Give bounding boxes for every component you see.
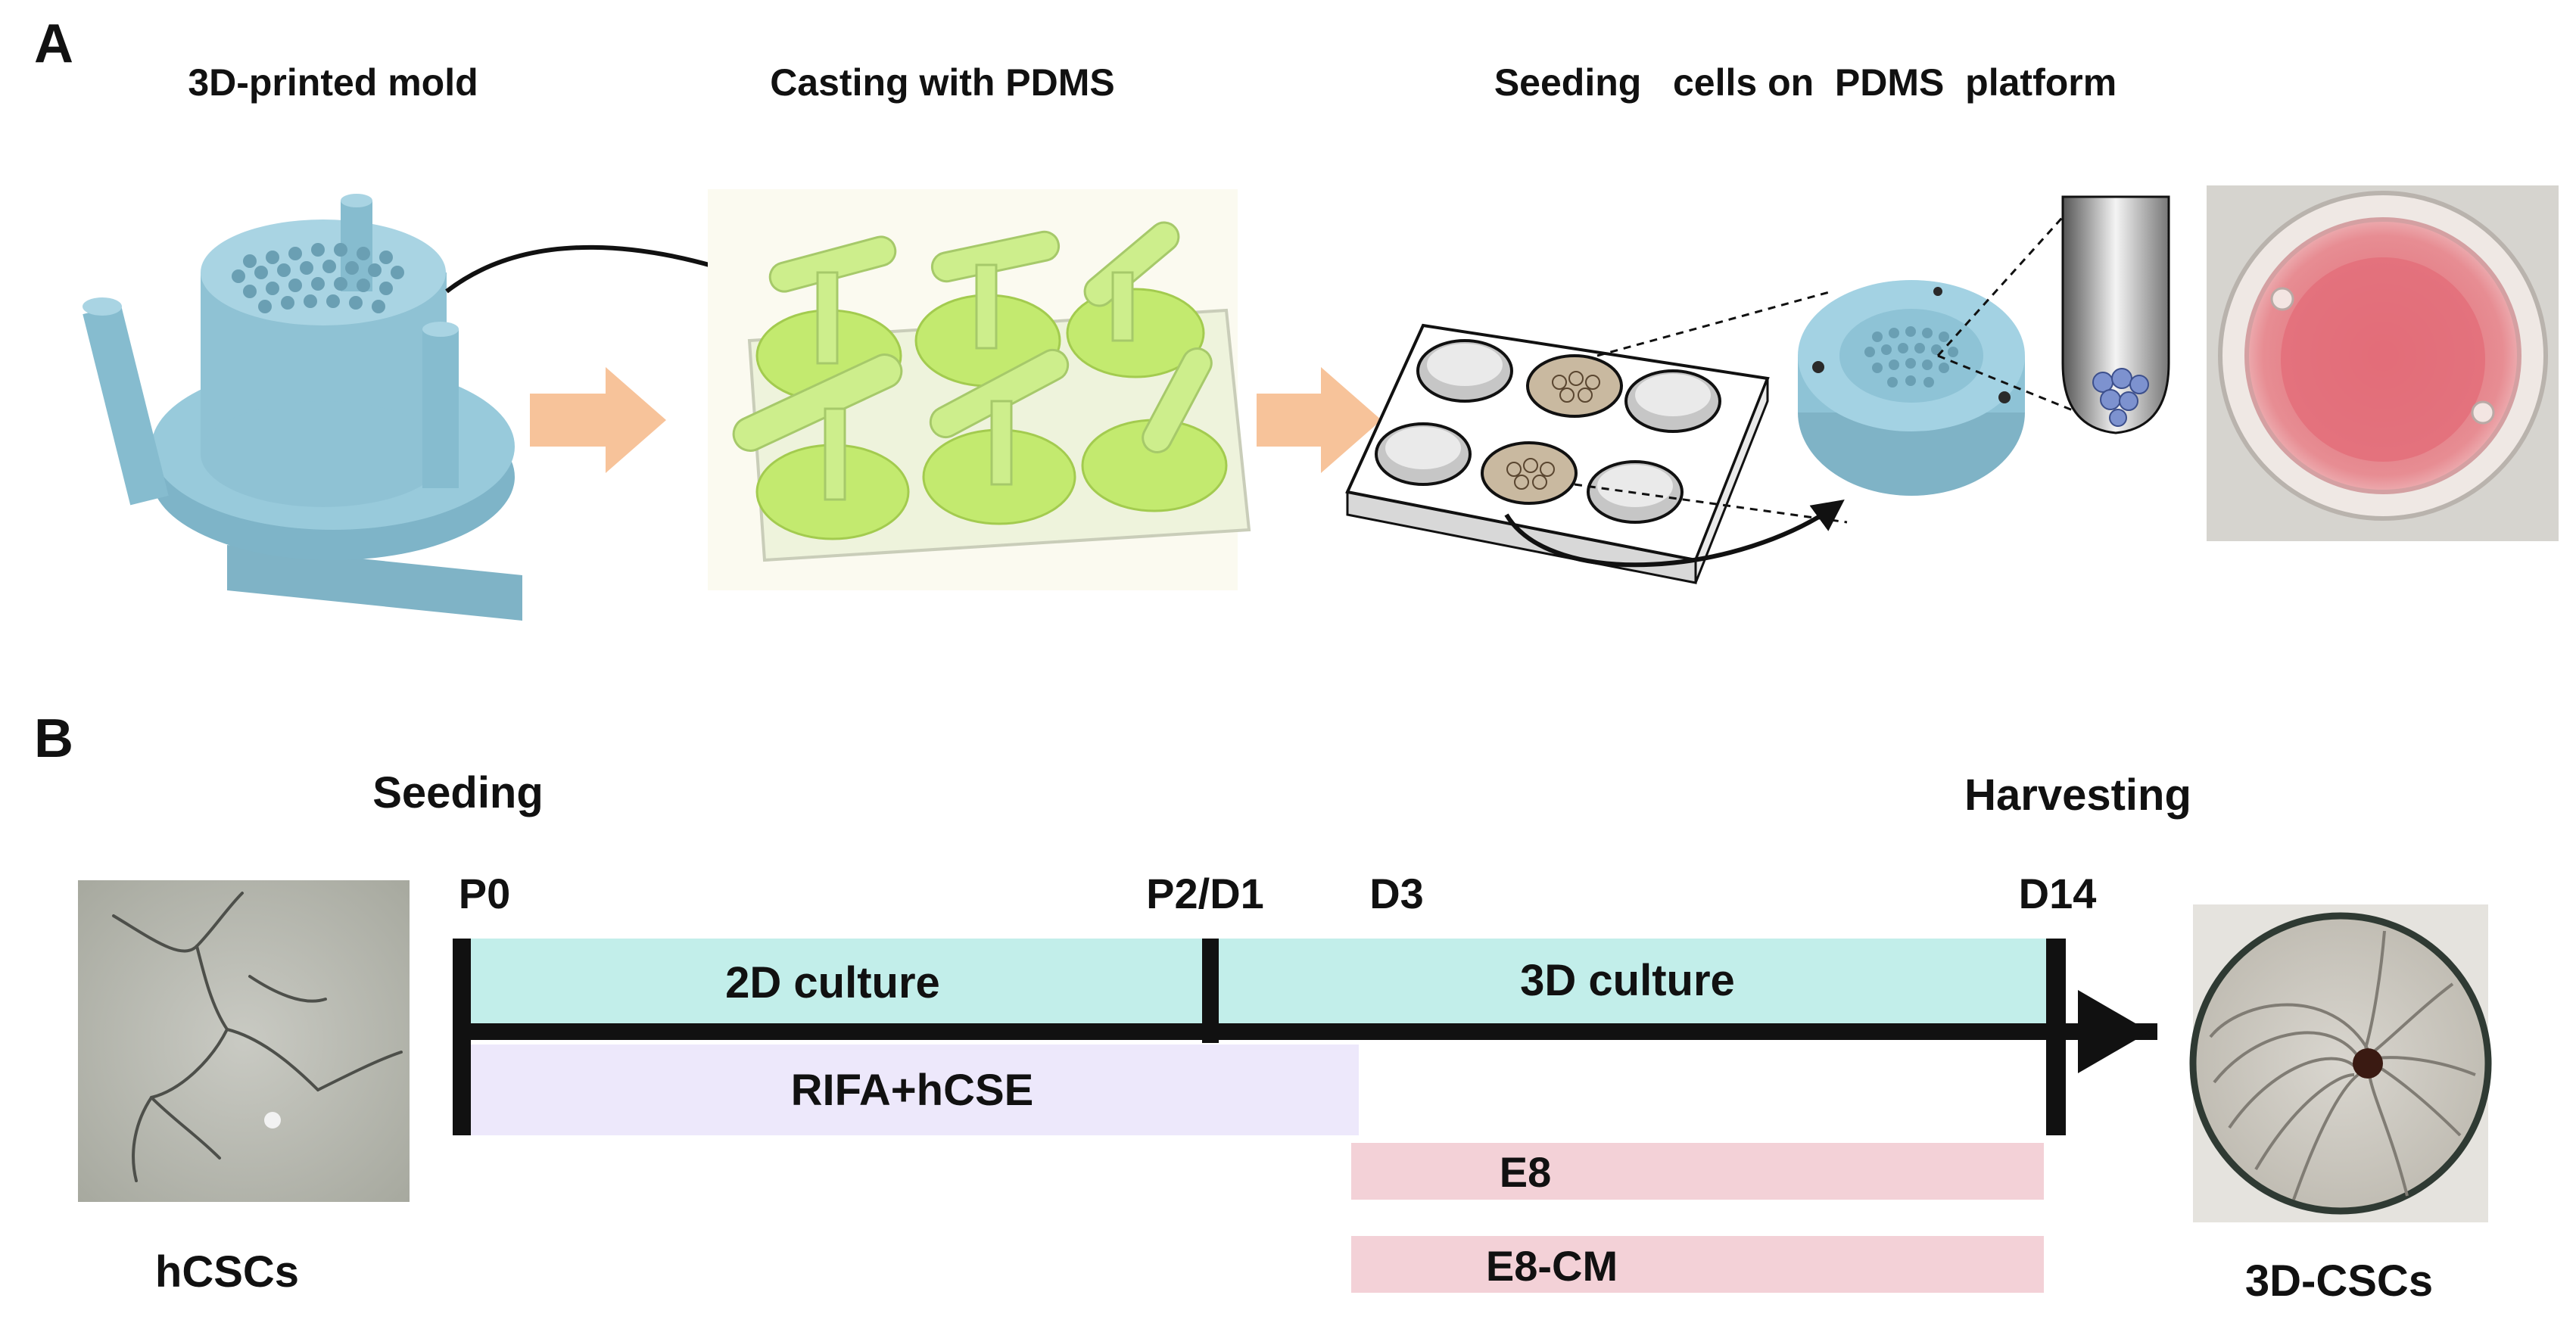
timepoint-p0: P0: [459, 870, 511, 917]
seeding-label: Seeding: [372, 768, 544, 817]
mold-illustration: [83, 194, 522, 621]
tick-p0: [453, 939, 471, 1135]
label-3d-culture: 3D culture: [1520, 956, 1735, 1005]
tick-d14: [2046, 939, 2066, 1135]
panel-a-label: A: [34, 14, 73, 74]
zoom-line-top: [1596, 290, 1833, 357]
harvesting-label: Harvesting: [1964, 771, 2191, 820]
step2-title: Casting with PDMS: [770, 61, 1115, 104]
hcscs-caption: hCSCs: [155, 1247, 299, 1297]
step3-title: Seeding cells on PDMS platform: [1494, 61, 2117, 104]
timeline-axis: [454, 1023, 2157, 1040]
step1-title: 3D-printed mold: [188, 61, 478, 104]
bar-e8: [1351, 1143, 2044, 1200]
bar-2d-culture: [462, 939, 1211, 1037]
plate-to-platform-arrow: [1504, 500, 1845, 568]
pipette-tip-icon: [2061, 195, 2170, 434]
pdms-platform-drawing: [1798, 280, 2025, 496]
bar-rifa-hcse: [469, 1044, 1359, 1135]
platform-photo: [2207, 185, 2559, 541]
orange-arrow-1: [530, 367, 666, 473]
hcsc-micrograph: [78, 880, 410, 1202]
label-e8-cm: E8-CM: [1486, 1242, 1618, 1290]
tip-zoom-line-2: [1937, 354, 2098, 422]
zoom-line-bottom: [1574, 483, 1848, 524]
timeline-arrowhead: [2078, 990, 2150, 1073]
tick-p2-d1: [1202, 939, 1219, 1043]
3d-csc-micrograph: [2189, 904, 2492, 1222]
3d-cscs-caption: 3D-CSCs: [2245, 1256, 2433, 1306]
pdms-casting-photo: [708, 189, 1251, 590]
orange-arrow-2: [1257, 367, 1381, 473]
timepoint-d14: D14: [2019, 870, 2097, 917]
timepoint-p2-d1: P2/D1: [1146, 870, 1264, 917]
culture-timeline: P0 P2/D1 D3 D14 2D culture 3D culture RI…: [453, 870, 2157, 1293]
label-2d-culture: 2D culture: [725, 958, 940, 1007]
bar-3d-culture: [1219, 939, 2051, 1037]
label-e8: E8: [1500, 1148, 1552, 1196]
label-rifa-hcse: RIFA+hCSE: [791, 1066, 1034, 1115]
timepoint-d3: D3: [1369, 870, 1424, 917]
panel-b-label: B: [34, 708, 73, 769]
bar-e8-cm: [1351, 1236, 2044, 1293]
well-plate-drawing: [1345, 323, 1770, 584]
tip-zoom-line-1: [1936, 203, 2076, 357]
